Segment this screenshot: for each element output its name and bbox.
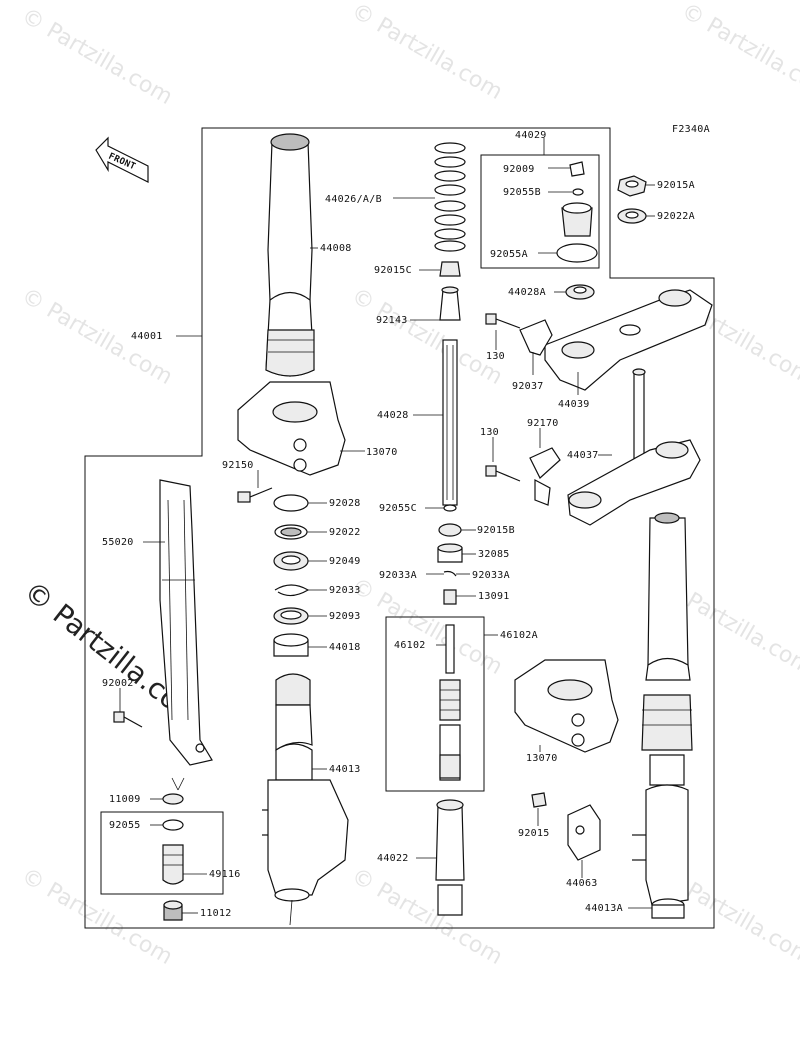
label-92055B: 92055B (503, 187, 541, 198)
washer-92022A (617, 208, 647, 224)
label-11009: 11009 (109, 794, 141, 805)
diagram-code: F2340A (672, 124, 710, 135)
label-11012: 11012 (200, 908, 232, 919)
label-55020: 55020 (102, 537, 134, 548)
label-92037: 92037 (512, 381, 544, 392)
fork-tube-44008 (265, 133, 315, 377)
rod-small-parts (437, 523, 463, 605)
label-92015A: 92015A (657, 180, 695, 191)
label-92055C: 92055C (379, 503, 417, 514)
label-44013A: 44013A (585, 903, 623, 914)
label-44001: 44001 (131, 331, 163, 342)
label-44022: 44022 (377, 853, 409, 864)
fork-guard-55020 (113, 479, 213, 766)
label-130-lower: 130 (480, 427, 499, 438)
label-44063: 44063 (566, 878, 598, 889)
box-44029 (480, 154, 600, 269)
label-92150: 92150 (222, 460, 254, 471)
label-46102A: 46102A (500, 630, 538, 641)
label-44028: 44028 (377, 410, 409, 421)
label-46102: 46102 (394, 640, 426, 651)
label-92055A: 92055A (490, 249, 528, 260)
bracket-92170 (529, 447, 561, 506)
nut-92015C (439, 261, 461, 277)
fork-leg-44013A (632, 512, 693, 919)
label-92002: 92002 (102, 678, 134, 689)
watermark: © Partzilla.com (677, 0, 800, 105)
cap-44063 (567, 804, 601, 861)
box-46102A (385, 616, 485, 792)
bolt-130-lower (485, 465, 521, 482)
collar-92143 (439, 286, 461, 321)
label-92028: 92028 (329, 498, 361, 509)
bushing-44028A (565, 284, 595, 300)
label-92055: 92055 (109, 820, 141, 831)
label-13070-upper: 13070 (366, 447, 398, 458)
box-49116 (100, 811, 224, 895)
leader-lines (119, 138, 655, 914)
label-92009: 92009 (503, 164, 535, 175)
label-92033A-left: 92033A (379, 570, 417, 581)
label-92033: 92033 (329, 585, 361, 596)
label-92022A: 92022A (657, 211, 695, 222)
label-92015B: 92015B (477, 525, 515, 536)
cap-bolt-44029 (556, 161, 598, 263)
damper-rod-44028 (442, 339, 458, 512)
label-44029: 44029 (515, 130, 547, 141)
label-92093: 92093 (329, 611, 361, 622)
nut-92015A (617, 175, 647, 197)
watermark: © Partzilla.com (347, 864, 507, 971)
assembly-border (84, 127, 715, 929)
label-130-upper: 130 (486, 351, 505, 362)
label-44018: 44018 (329, 642, 361, 653)
valve-parts (162, 793, 184, 921)
watermark: © Partzilla.com (347, 284, 507, 391)
bolt-92150 (237, 487, 273, 503)
fork-clamp-13070-lower (514, 659, 619, 753)
watermark: © Partzilla.com (17, 864, 177, 971)
bolt-130-upper (485, 313, 521, 329)
label-13091: 13091 (478, 591, 510, 602)
label-92049: 92049 (329, 556, 361, 567)
label-44026: 44026/A/B (325, 194, 382, 205)
watermark: © Partzilla.com (17, 4, 177, 111)
lower-bracket-44037 (567, 368, 701, 526)
outer-tube-44013 (262, 673, 349, 926)
label-92015C: 92015C (374, 265, 412, 276)
label-44039: 44039 (558, 399, 590, 410)
label-49116: 49116 (209, 869, 241, 880)
watermark: © Partzilla.com (347, 0, 507, 105)
label-92033A-right: 92033A (472, 570, 510, 581)
bracket-92037 (519, 319, 553, 356)
label-44008: 44008 (320, 243, 352, 254)
label-92022: 92022 (329, 527, 361, 538)
label-92170: 92170 (527, 418, 559, 429)
seal-rings-stack (273, 494, 310, 657)
part-labels: 44029 92009 92055B 92055A 92015A 92022A … (102, 130, 695, 919)
fork-clamp-13070-upper (237, 381, 346, 476)
label-44028A: 44028A (508, 287, 546, 298)
label-92015: 92015 (518, 828, 550, 839)
piston-rod-46102 (439, 624, 461, 781)
label-44013: 44013 (329, 764, 361, 775)
label-92143: 92143 (376, 315, 408, 326)
nut-92015 (531, 792, 547, 808)
front-arrow-icon: FRONT (95, 136, 149, 183)
label-32085: 32085 (478, 549, 510, 560)
upper-bracket-44039 (544, 289, 713, 391)
label-44037: 44037 (567, 450, 599, 461)
spring-44026 (434, 142, 466, 252)
cylinder-44022 (435, 799, 465, 916)
label-13070-lower: 13070 (526, 753, 558, 764)
watermark: © Partzilla.com (347, 574, 507, 681)
